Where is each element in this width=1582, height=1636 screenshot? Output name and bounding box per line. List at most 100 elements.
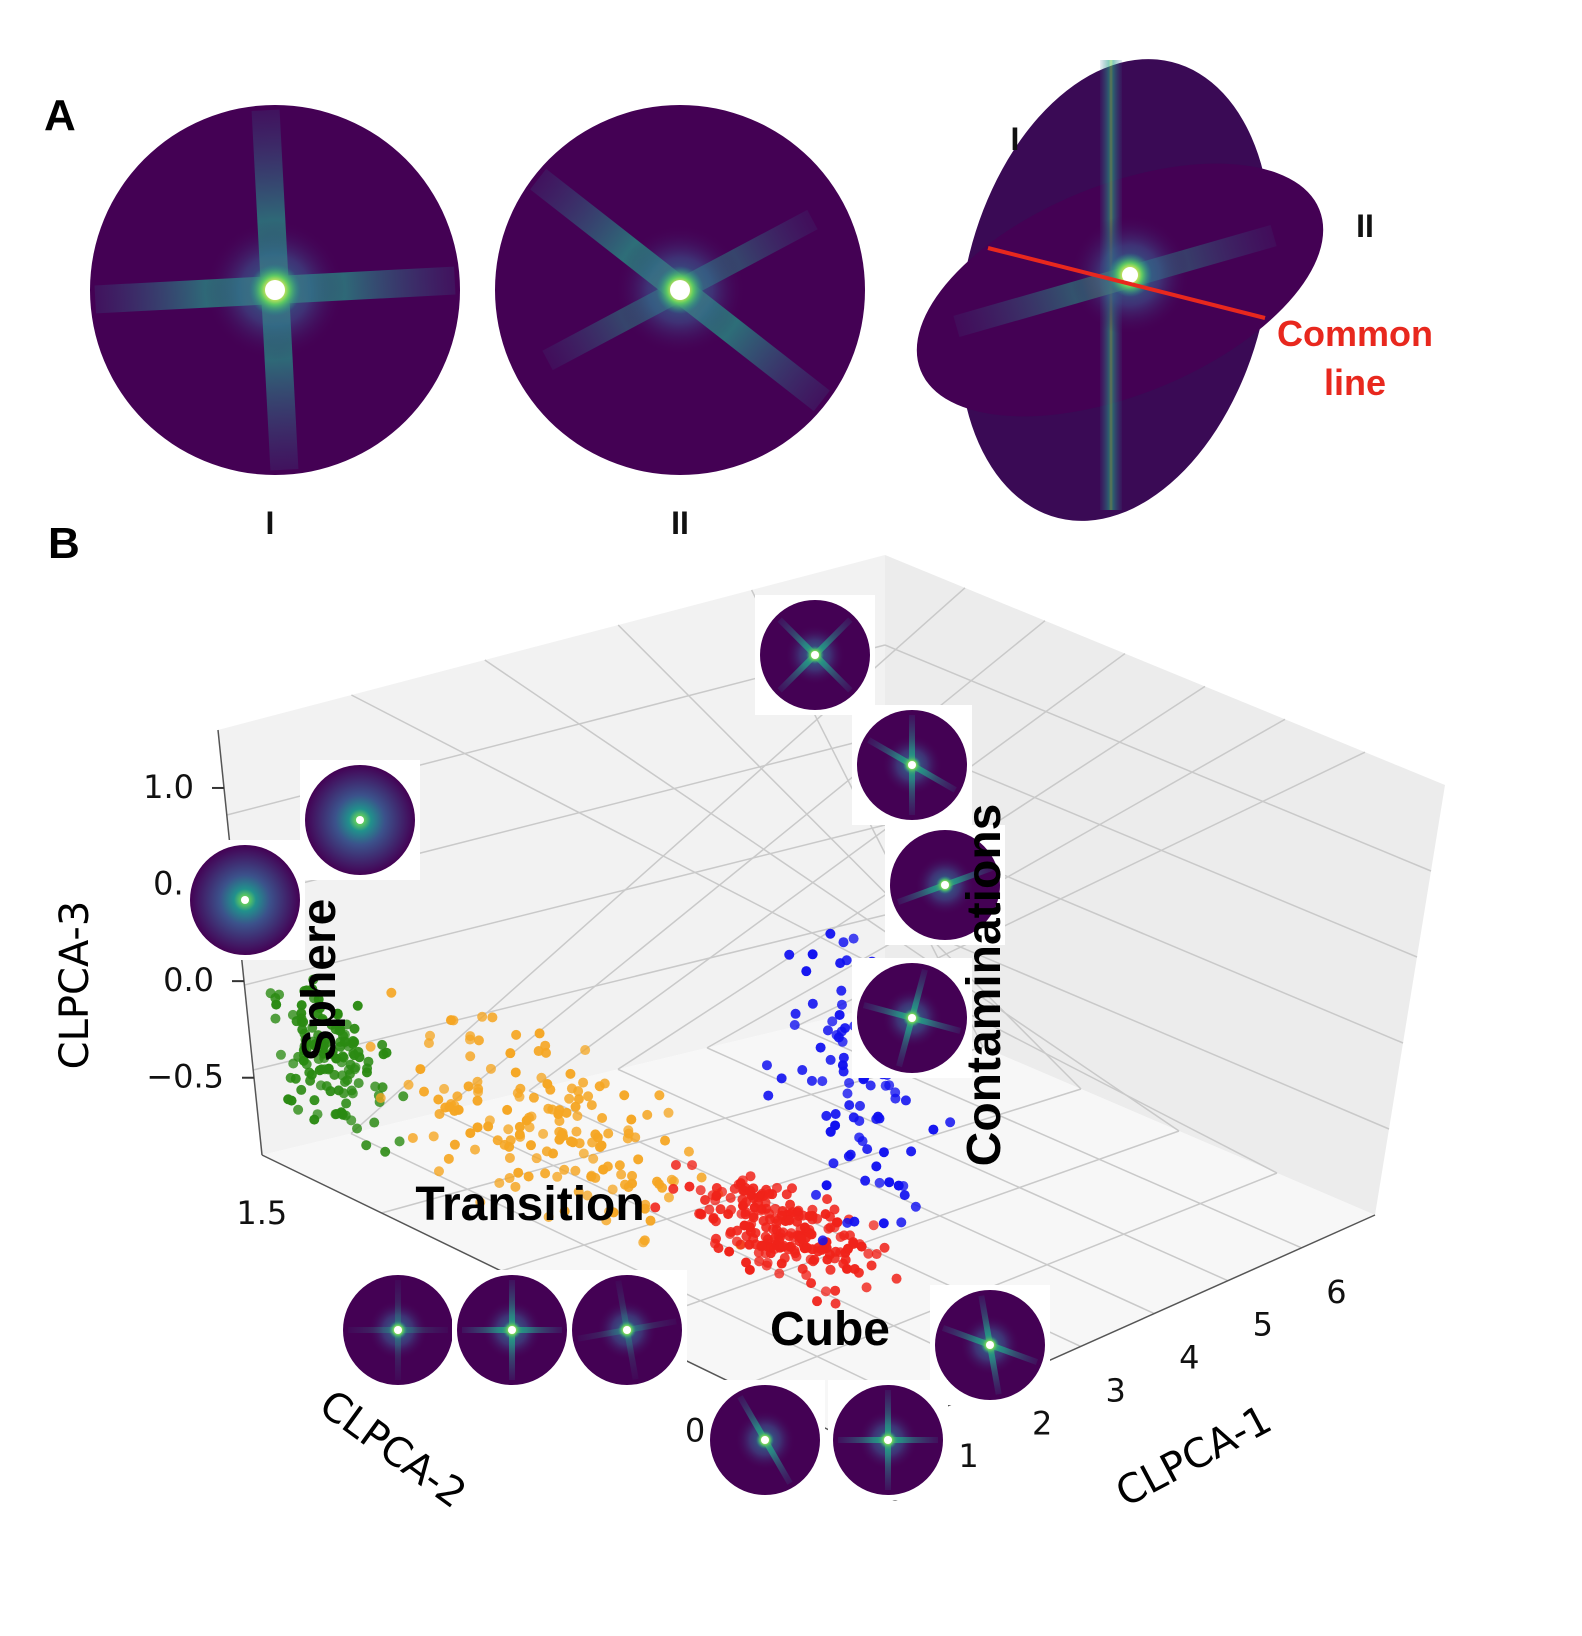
scatter-point	[363, 1056, 374, 1067]
transition-label: Transition	[415, 1178, 644, 1231]
pattern-thumbnail	[852, 958, 972, 1078]
scatter-point	[633, 1154, 644, 1165]
scatter-point	[776, 1258, 787, 1269]
scatter-point	[711, 1182, 722, 1193]
pattern-thumbnail	[567, 1270, 687, 1390]
scatter-point	[683, 1146, 694, 1157]
scatter-point	[534, 1028, 545, 1039]
scatter-point	[825, 1054, 836, 1065]
scatter-point	[740, 1197, 751, 1208]
scatter-point	[756, 1205, 767, 1216]
scatter-point	[472, 1122, 483, 1133]
scatter-point	[307, 1022, 318, 1033]
z-axis-label: CLPCA-3	[52, 901, 98, 1070]
scatter-point	[578, 1148, 589, 1159]
pattern-thumbnail	[185, 840, 305, 960]
scatter-point	[623, 1182, 634, 1193]
scatter-point	[377, 1039, 388, 1050]
scatter-point	[300, 1034, 311, 1045]
scatter-point	[760, 1197, 771, 1208]
scatter-point	[337, 1051, 348, 1062]
scatter-point	[893, 1180, 904, 1191]
scatter-point	[781, 1189, 792, 1200]
scatter-point	[825, 1126, 836, 1137]
scatter-point	[725, 1192, 736, 1203]
common-line-label-2: line	[1324, 362, 1386, 403]
scatter-point	[795, 1224, 806, 1235]
scatter-point	[791, 1251, 802, 1262]
axes-3d	[217, 555, 1445, 1446]
scatter-point	[487, 1012, 498, 1023]
scatter-point	[745, 1171, 756, 1182]
scatter-point	[475, 1197, 486, 1208]
scatter-point	[764, 1188, 775, 1199]
scatter-point	[533, 1046, 544, 1057]
scatter-point	[797, 1263, 808, 1274]
scatter-point	[837, 1036, 848, 1047]
scatter-point	[807, 998, 818, 1009]
scatter-point	[790, 1008, 801, 1019]
scatter-point	[910, 1201, 921, 1212]
scatter-point	[825, 928, 836, 939]
scatter-point	[756, 1241, 767, 1252]
y-tick-label: 1.5	[236, 1194, 287, 1232]
scatter-point	[296, 1084, 307, 1095]
scatter-point	[825, 1222, 836, 1233]
scatter-point	[670, 1160, 681, 1171]
scatter-point	[599, 1078, 610, 1089]
scatter-point	[425, 1030, 436, 1041]
scatter-point	[642, 1109, 653, 1120]
scatter-point	[325, 1086, 336, 1097]
scatter-point	[827, 1016, 838, 1027]
scatter-point	[906, 1146, 917, 1157]
scatter-point	[315, 1080, 326, 1091]
scatter-point	[386, 987, 397, 998]
scatter-point	[573, 1086, 584, 1097]
scatter-point	[296, 1000, 307, 1011]
scatter-point	[793, 1205, 804, 1216]
scatter-point	[822, 1194, 833, 1205]
scatter-point	[559, 1206, 570, 1217]
scatter-point	[275, 1049, 286, 1060]
scatter-point	[776, 1073, 787, 1084]
scatter-point	[668, 1183, 679, 1194]
scatter-point	[270, 993, 281, 1004]
scatter-point	[854, 1239, 865, 1250]
scatter-point	[565, 1068, 576, 1079]
scatter-point	[807, 949, 818, 960]
scatter-point	[763, 1090, 774, 1101]
scatter-point	[696, 1209, 707, 1220]
scatter-point	[361, 1067, 372, 1078]
scatter-point	[341, 1098, 352, 1109]
common-line-label-1: Common	[1277, 313, 1433, 354]
scatter-point	[306, 1069, 317, 1080]
scatter-point	[352, 1123, 363, 1134]
scatter-point	[817, 1244, 828, 1255]
scatter-point	[514, 1121, 525, 1132]
scatter-point	[419, 1086, 430, 1097]
scatter-point	[494, 1178, 505, 1189]
scatter-point	[865, 1080, 876, 1091]
scatter-point	[314, 1000, 325, 1011]
pattern-thumbnail	[338, 1270, 458, 1390]
scatter-point	[861, 1282, 872, 1293]
scatter-point	[844, 1077, 855, 1088]
scatter-point	[348, 1048, 359, 1059]
diffraction-pattern-ii	[495, 105, 865, 475]
scatter-point	[785, 1199, 796, 1210]
scatter-point	[580, 1045, 591, 1056]
scatter-point	[561, 1107, 572, 1118]
scatter-point	[884, 1177, 895, 1188]
scatter-point	[590, 1129, 601, 1140]
scatter-point	[347, 1088, 358, 1099]
common-line	[987, 246, 1266, 320]
scatter-point	[878, 1218, 889, 1229]
scatter-point	[812, 1296, 823, 1307]
scatter-point	[753, 1198, 764, 1209]
scatter-point	[874, 1177, 885, 1188]
scatter-point	[554, 1116, 565, 1127]
scatter-point	[543, 1211, 554, 1222]
scatter-point	[784, 1231, 795, 1242]
x-tick-label: 5	[1253, 1306, 1273, 1344]
scatter-point	[398, 1091, 409, 1102]
